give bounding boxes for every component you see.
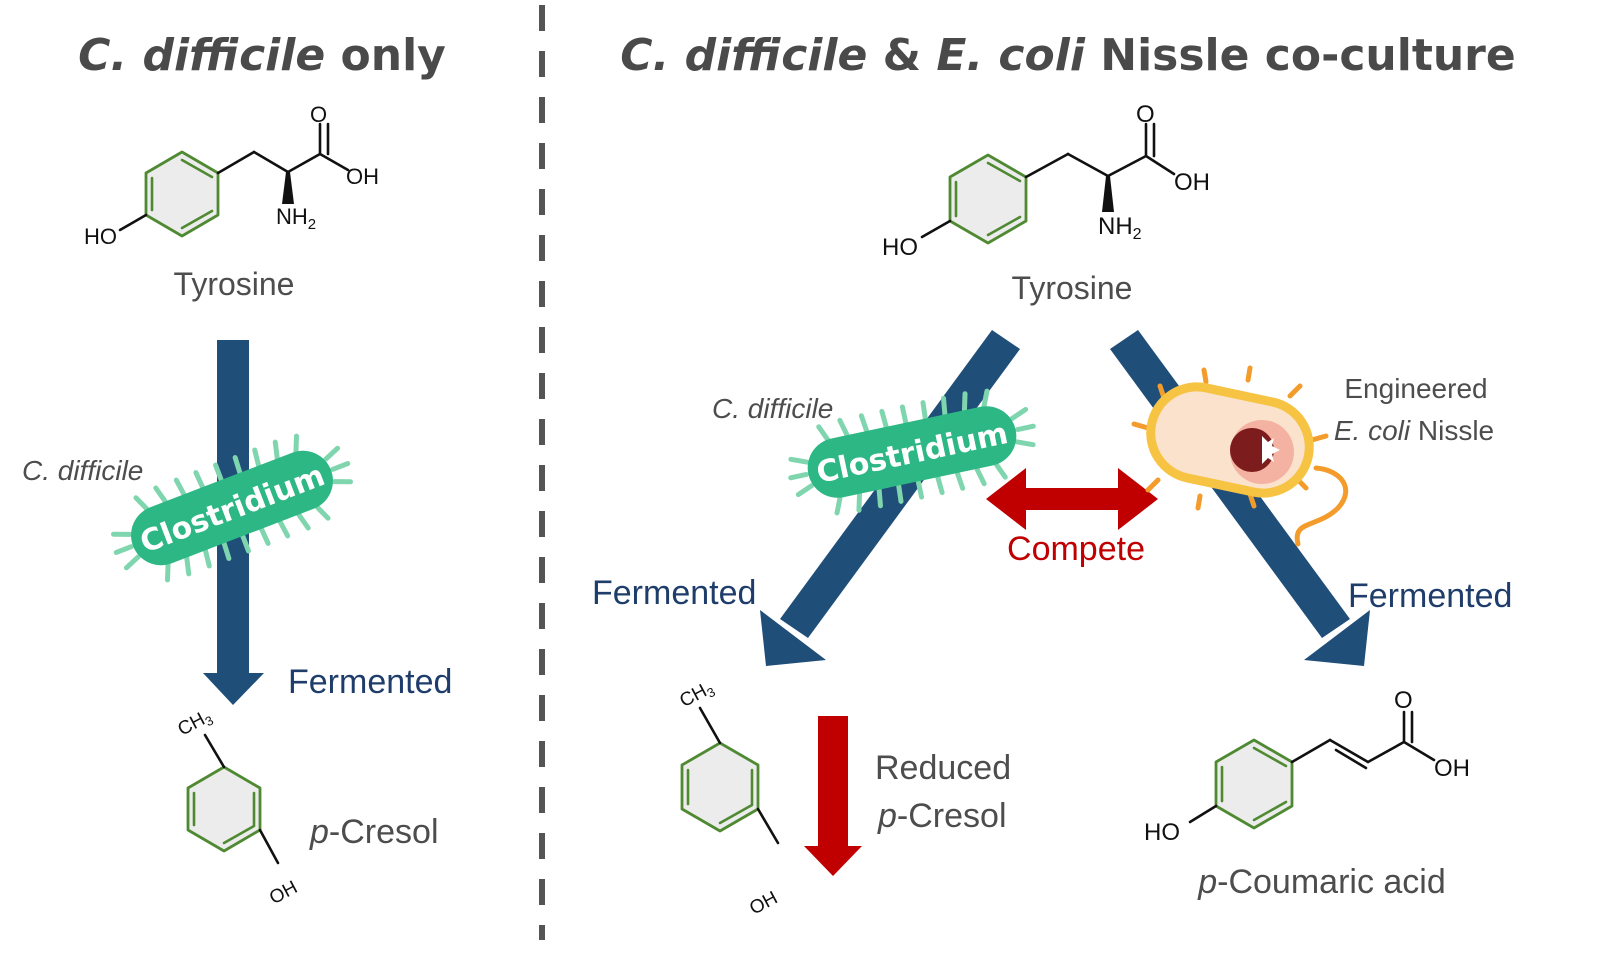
svg-text:OH: OH <box>266 877 301 909</box>
reduced-label: Reduced <box>875 749 1011 787</box>
ecoli-nissle-label: E. coli Nissle <box>1334 415 1494 446</box>
svg-text:O: O <box>310 102 327 127</box>
svg-text:HO: HO <box>84 224 117 249</box>
fermented-label-left: Fermented <box>288 663 452 701</box>
reduced-p-cresol-label: p-Cresol <box>877 797 1007 835</box>
svg-text:NH2: NH2 <box>1098 213 1142 243</box>
p-cresol-label-left: p-Cresol <box>309 813 439 851</box>
svg-text:HO: HO <box>1144 819 1180 846</box>
svg-text:OH: OH <box>1434 755 1470 782</box>
svg-text:OH: OH <box>1174 169 1210 196</box>
p-cresol-structure-left: CH3 OH <box>174 706 301 909</box>
fermented-label-right-a: Fermented <box>592 574 756 612</box>
tyrosine-structure-right: O OH HO NH2 <box>882 101 1210 261</box>
svg-text:CH3: CH3 <box>676 677 717 714</box>
fermented-label-right-b: Fermented <box>1348 577 1512 615</box>
svg-text:O: O <box>1136 101 1155 128</box>
svg-text:HO: HO <box>882 234 918 261</box>
title-right: C. difficile & E. coli Nissle co-culture <box>620 30 1515 81</box>
ecoli-bacterium-icon <box>1131 365 1349 547</box>
engineered-label: Engineered <box>1344 373 1487 404</box>
svg-text:NH2: NH2 <box>276 204 316 233</box>
svg-text:CH3: CH3 <box>174 706 215 743</box>
fermented-arrow-diag-left <box>760 330 1020 666</box>
tyrosine-structure-left: O OH HO NH2 <box>84 102 379 249</box>
reduced-arrow <box>804 716 862 876</box>
tyrosine-label-left: Tyrosine <box>174 266 295 302</box>
c-difficile-label-right: C. difficile <box>712 393 833 424</box>
p-coumaric-acid-label: p-Coumaric acid <box>1197 863 1446 901</box>
title-left: C. difficile only <box>78 30 446 81</box>
p-coumaric-acid-structure: O OH HO <box>1144 687 1470 846</box>
c-difficile-label-left: C. difficile <box>22 455 143 486</box>
compete-double-arrow <box>986 468 1158 530</box>
compete-label: Compete <box>1007 530 1145 568</box>
svg-text:OH: OH <box>746 888 781 920</box>
svg-text:O: O <box>1394 687 1413 714</box>
svg-text:OH: OH <box>346 164 379 189</box>
p-cresol-structure-right: CH3 OH <box>676 677 781 920</box>
tyrosine-label-right: Tyrosine <box>1012 270 1133 306</box>
